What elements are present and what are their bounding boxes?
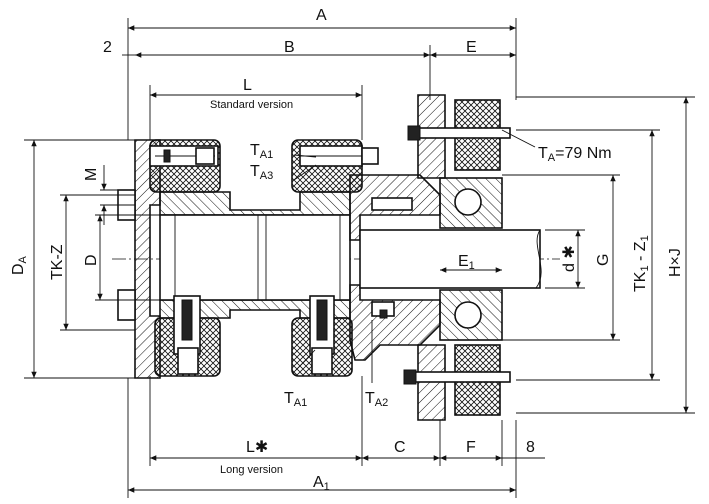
hub-body: [159, 191, 351, 319]
label-tk-z: TK-Z: [49, 244, 66, 280]
label-2: 2: [103, 39, 112, 56]
bearing-upper: [439, 177, 503, 229]
label-e1: E1: [458, 253, 475, 272]
label-8: 8: [526, 439, 535, 456]
adapter-hub: [349, 174, 441, 361]
label-e: E: [466, 39, 477, 56]
label-d-star: d ✱: [561, 245, 578, 272]
label-ta2: TA2: [365, 390, 388, 409]
label-l-star: L✱: [246, 439, 268, 456]
lower-right-clamp-ring: [291, 295, 353, 377]
label-a1: A1: [313, 474, 330, 493]
label-ta3: TA3: [250, 163, 273, 182]
torque-limiter-upper: [407, 94, 511, 179]
label-ta1-bottom: TA1: [284, 390, 307, 409]
bearing-lower: [439, 289, 503, 341]
label-da: DA: [10, 255, 29, 275]
dimension-lines: [24, 18, 695, 498]
label-f: F: [466, 439, 476, 456]
shaft: [359, 229, 542, 289]
label-g: G: [595, 254, 612, 266]
label-d: D: [83, 254, 100, 266]
label-tk1-z1: TK1 - Z1: [632, 235, 651, 292]
upper-right-clamp-ring: [291, 139, 379, 193]
label-standard-version: Standard version: [210, 99, 293, 111]
label-a: A: [316, 7, 327, 24]
label-l: L: [243, 77, 252, 94]
label-m: M: [83, 168, 100, 181]
torque-limiter-lower: [403, 344, 511, 421]
lower-left-clamp-ring: [154, 295, 221, 377]
upper-left-clamp-ring: [149, 139, 221, 193]
label-c: C: [394, 439, 406, 456]
label-hxj: H×J: [667, 248, 684, 277]
label-ta1-top: TA1: [250, 142, 273, 161]
label-long-version: Long version: [220, 464, 283, 476]
label-b: B: [284, 39, 295, 56]
label-torque: TA=79 Nm: [538, 145, 612, 164]
